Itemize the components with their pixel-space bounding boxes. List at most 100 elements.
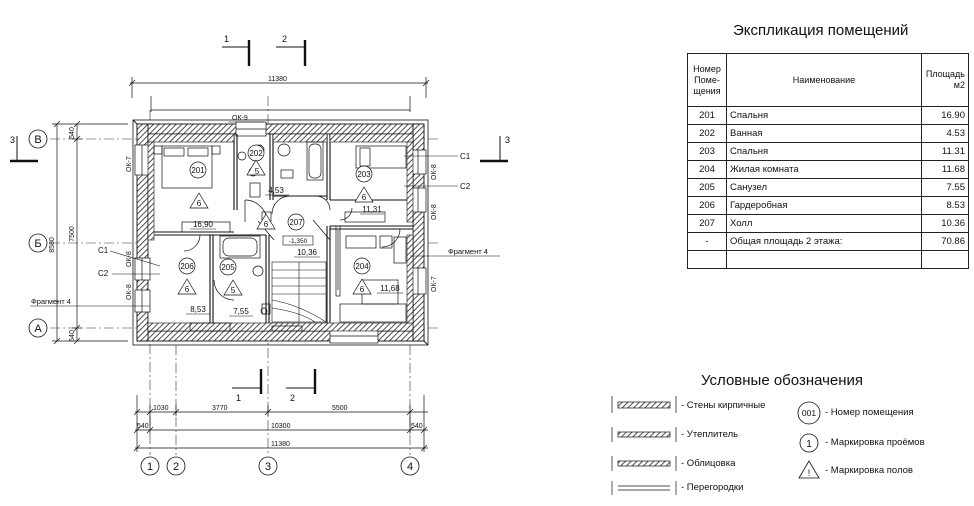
dimension-label: 10300 (271, 423, 291, 430)
cell-num (687, 250, 727, 269)
dimension-label: 540 (137, 423, 149, 430)
room-number-symbol: 001 (797, 401, 821, 425)
fragment-label: Фрагмент 4 (31, 297, 71, 306)
room-marker-207: 6 207 -1,350 10,36 (256, 213, 320, 258)
section-cut-top (222, 40, 307, 66)
room-area: 11,31 (362, 205, 382, 214)
cell-num: 203 (687, 142, 727, 161)
header-num: Номер Поме- щения (687, 53, 727, 107)
table-header-row: Номер Поме- щения Наименование Площадь м… (687, 53, 969, 107)
legend-floor-mark: - Маркировка полов (825, 465, 913, 476)
cell-area: 70.86 (921, 232, 969, 251)
svg-text:001: 001 (802, 408, 816, 418)
svg-text:Б: Б (34, 238, 41, 250)
cell-num: 205 (687, 178, 727, 197)
axis-bubble-4: 4 (400, 456, 420, 476)
room-area: 16,90 (193, 220, 214, 229)
interior-wall-hatch (147, 133, 414, 332)
opening-label: ОК-8 (126, 284, 133, 300)
opening-mark-symbol: 1 (799, 433, 819, 453)
dimension-label: 540 (69, 330, 76, 342)
dimension-label: 5500 (332, 405, 348, 412)
room-area: 4,53 (268, 186, 284, 195)
svg-text:3: 3 (265, 461, 271, 473)
svg-text:4: 4 (407, 461, 413, 473)
cell-num: 201 (687, 106, 727, 125)
room-number: 201 (191, 166, 205, 175)
cell-area: 8.53 (921, 196, 969, 215)
cell-name (726, 250, 922, 269)
header-name: Наименование (726, 53, 922, 107)
window-openings (134, 121, 427, 344)
svg-text:В: В (34, 134, 41, 146)
dimension-label: 1030 (153, 405, 169, 412)
legend-symbols (611, 396, 677, 495)
explication-title: Экспликация помещений (733, 22, 909, 39)
legend-insulation: - Утеплитель (681, 429, 739, 440)
opening-label: ОК-8 (431, 204, 438, 220)
svg-text:!: ! (808, 468, 811, 478)
cell-area (921, 250, 969, 269)
cell-area: 11.68 (921, 160, 969, 179)
cell-name: Санузел (726, 178, 922, 197)
floor-mark: 6 (362, 193, 367, 202)
room-marker-203: 203 6 11,31 (354, 165, 384, 215)
door-label: С2 (460, 182, 471, 191)
floor-mark: 6 (360, 285, 365, 294)
header-area: Площадь м2 (921, 53, 969, 107)
cell-num: 204 (687, 160, 727, 179)
cell-name: Спальня (726, 142, 922, 161)
door-label: С1 (98, 246, 109, 255)
room-area: 11,68 (380, 284, 400, 293)
room-area: 7,55 (233, 307, 249, 316)
floor-mark: 6 (197, 199, 202, 208)
dimension-label: 8580 (49, 237, 56, 253)
opening-label: ОК-9 (232, 115, 248, 122)
dimension-label: 540 (69, 127, 76, 139)
axis-bubble-3: 3 (258, 456, 278, 476)
room-area: 8,53 (190, 305, 206, 314)
section-cut-label: 3 (10, 135, 15, 145)
floor-mark: 5 (231, 286, 236, 295)
section-cut-label: 2 (290, 393, 295, 403)
interior-partitions (148, 134, 413, 331)
section-cut-label: 2 (282, 34, 287, 44)
cell-num: 206 (687, 196, 727, 215)
cell-area: 11.31 (921, 142, 969, 161)
room-number: 206 (180, 262, 194, 271)
cell-num: 202 (687, 124, 727, 143)
svg-text:2: 2 (173, 461, 179, 473)
axis-bubble-be: Б (28, 233, 48, 253)
svg-text:1: 1 (147, 461, 153, 473)
cell-area: 4.53 (921, 124, 969, 143)
legend-opening-mark: - Маркировка проёмов (825, 437, 925, 448)
room-number: 203 (357, 170, 371, 179)
door-label: С2 (98, 269, 109, 278)
cell-name: Ванная (726, 124, 922, 143)
section-cut-left (10, 136, 38, 163)
door-leaders (30, 155, 500, 307)
door-label: С1 (460, 152, 471, 161)
section-cut-right (480, 136, 508, 163)
dimension-top (128, 77, 430, 112)
dimension-label: 3770 (212, 405, 228, 412)
room-marker-204: 204 6 11,68 (352, 257, 403, 295)
table-row (687, 250, 969, 269)
cell-area: 16.90 (921, 106, 969, 125)
axis-bubble-v: В (28, 129, 48, 149)
section-cut-label: 3 (505, 135, 510, 145)
cell-name: Холл (726, 214, 922, 233)
floor-mark: 6 (264, 220, 269, 229)
room-area: 10,36 (297, 248, 318, 257)
room-marker-201: 201 6 16,90 (189, 161, 216, 230)
cell-name: Спальня (726, 106, 922, 125)
floor-mark: 6 (185, 285, 190, 294)
legend-partitions: - Перегородки (681, 482, 744, 493)
cell-name: Жилая комната (726, 160, 922, 179)
